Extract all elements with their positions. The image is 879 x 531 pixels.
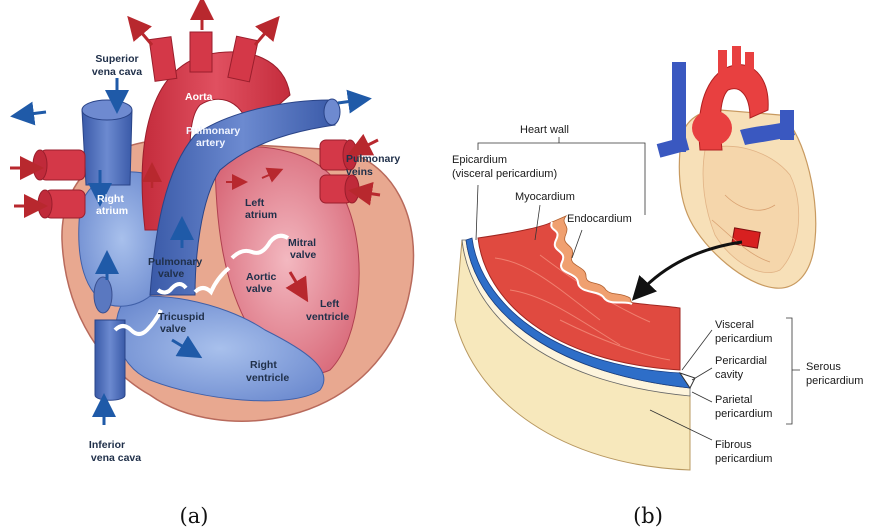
- label-visceral-pericardium-1: Visceral: [715, 319, 754, 331]
- label-right-atrium-1: Right: [97, 193, 124, 205]
- panel-a-heart-diagram: Superior vena cava Aorta Pulmonary arter…: [10, 8, 414, 528]
- label-pericardial-cavity-1: Pericardial: [715, 355, 767, 367]
- label-superior-vena-cava-2: vena cava: [92, 66, 142, 78]
- label-serous-pericardium-1: Serous: [806, 361, 841, 373]
- label-pulmonary-veins-2: veins: [346, 166, 373, 178]
- label-left-ventricle-1: Left: [320, 298, 340, 310]
- label-myocardium: Myocardium: [515, 191, 575, 203]
- label-heart-wall: Heart wall: [520, 124, 569, 136]
- label-right-ventricle-1: Right: [250, 359, 277, 371]
- label-pulmonary-veins-1: Pulmonary: [346, 153, 400, 165]
- blue-flow-arrow: [22, 112, 46, 115]
- label-inferior-vena-cava-1: Inferior: [89, 439, 125, 451]
- label-aorta: Aorta: [185, 91, 213, 103]
- label-pulmonary-artery-1: Pulmonary: [186, 125, 240, 137]
- label-pulmonary-artery-2: artery: [196, 137, 225, 149]
- label-aortic-valve-1: Aortic: [246, 271, 276, 283]
- label-left-atrium-2: atrium: [245, 209, 277, 221]
- coronary-sinus-opening: [94, 277, 112, 313]
- label-superior-vena-cava-1: Superior: [95, 53, 138, 65]
- caption-b: (b): [633, 504, 663, 528]
- red-flow-arrow: [255, 25, 272, 45]
- small-heart-illustration: [657, 46, 816, 288]
- superior-vena-cava: [82, 110, 132, 185]
- label-mitral-valve-1: Mitral: [288, 237, 316, 249]
- label-pericardial-cavity-2: cavity: [715, 369, 744, 381]
- label-fibrous-pericardium-1: Fibrous: [715, 439, 752, 451]
- label-left-atrium-1: Left: [245, 197, 265, 209]
- label-serous-pericardium-2: pericardium: [806, 375, 863, 387]
- label-visceral-pericardium-2: pericardium: [715, 333, 772, 345]
- red-flow-arrow: [358, 140, 378, 150]
- label-endocardium: Endocardium: [567, 213, 632, 225]
- blue-flow-arrow: [338, 100, 360, 103]
- label-tricuspid-valve-1: Tricuspid: [158, 311, 205, 323]
- label-left-ventricle-2: ventricle: [306, 311, 349, 323]
- label-epicardium-1: Epicardium: [452, 154, 507, 166]
- label-mitral-valve-2: valve: [290, 249, 316, 261]
- label-parietal-pericardium-2: pericardium: [715, 408, 772, 420]
- label-parietal-pericardium-1: Parietal: [715, 394, 752, 406]
- caption-a: (a): [180, 504, 209, 528]
- label-tricuspid-valve-2: valve: [160, 323, 186, 335]
- label-fibrous-pericardium-2: pericardium: [715, 453, 772, 465]
- label-pulmonary-valve-1: Pulmonary: [148, 256, 202, 268]
- label-right-atrium-2: atrium: [96, 205, 128, 217]
- panel-b-heart-wall-diagram: Heart wall Epicardium (visceral pericard…: [452, 46, 863, 528]
- label-aortic-valve-2: valve: [246, 283, 272, 295]
- serous-pericardium-bracket: [786, 318, 800, 424]
- label-pulmonary-valve-2: valve: [158, 268, 184, 280]
- label-right-ventricle-2: ventricle: [246, 372, 289, 384]
- red-flow-arrow: [135, 25, 152, 45]
- label-inferior-vena-cava-2: vena cava: [91, 452, 141, 464]
- label-epicardium-2: (visceral pericardium): [452, 168, 557, 180]
- inferior-vena-cava: [95, 320, 125, 400]
